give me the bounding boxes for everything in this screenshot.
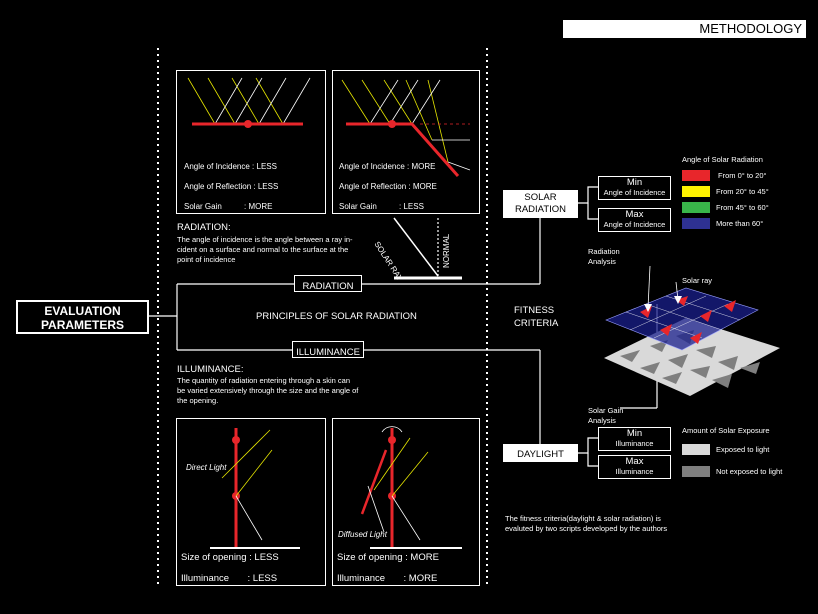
- panel-less-angle: [176, 70, 326, 214]
- radiation-heading: RADIATION:: [177, 222, 231, 233]
- panel-2-gain: Solar Gain : LESS: [339, 202, 424, 211]
- max-angle-title: Max: [625, 209, 644, 220]
- exposure-legend-swatch-2: [682, 466, 710, 477]
- panel-1-rays: [187, 77, 311, 128]
- solar-gain-analysis-line2: Analysis: [588, 416, 616, 425]
- max-illuminance-box: Max Illuminance: [598, 455, 671, 479]
- angle-legend-swatch-3: [682, 202, 710, 213]
- panel-1-aoi: Angle of Incidence : LESS: [184, 162, 277, 171]
- panel-diffused-light: [332, 418, 480, 586]
- exposure-legend-swatch-1: [682, 444, 710, 455]
- exposure-legend-label-1: Exposed to light: [716, 445, 770, 454]
- panel-3-light: [210, 428, 300, 549]
- panel-3-direct-light-label: Direct Light: [186, 463, 227, 472]
- panel-4-light: [360, 426, 462, 549]
- angle-legend-swatch-4: [682, 218, 710, 229]
- radiation-body-line3: point of incidence: [177, 255, 236, 264]
- header-title-box: METHODOLOGY: [563, 20, 806, 38]
- solar-gain-analysis-line1: Solar Gain: [588, 406, 624, 415]
- min-illuminance-box: Min Illuminance: [598, 427, 671, 451]
- min-angle-box: Min Angle of Incidence: [598, 176, 671, 200]
- page-title: METHODOLOGY: [699, 21, 802, 36]
- panel-more-angle: [332, 70, 480, 214]
- angle-legend-label-1: From 0° to 20°: [718, 171, 767, 180]
- min-illuminance-sub: Illuminance: [615, 439, 654, 448]
- panel-3-illum: Illuminance : LESS: [181, 573, 278, 584]
- panel-3-size: Size of opening : LESS: [181, 552, 279, 563]
- panel-4-diffused-label: Diffused Light: [338, 530, 387, 539]
- angle-legend-label-3: From 45° to 60°: [716, 203, 769, 212]
- solar-radiation-box: SOLAR RADIATION: [503, 190, 578, 218]
- daylight-label: DAYLIGHT: [517, 449, 564, 460]
- panel-direct-light: [176, 418, 326, 586]
- panel-2-aor: Angle of Reflection : MORE: [339, 182, 437, 191]
- evaluation-label-line2: PARAMETERS: [40, 318, 125, 332]
- radiation-label-box: RADIATION: [294, 275, 362, 292]
- max-illuminance-sub: Illuminance: [615, 467, 654, 476]
- radiation-analysis-line2: Analysis: [588, 257, 616, 266]
- radiation-body-line2: cident on a surface and normal to the su…: [177, 245, 349, 254]
- min-angle-sub: Angle of Incidence: [603, 188, 666, 197]
- max-illuminance-title: Max: [625, 456, 644, 467]
- radiation-analysis-line1: Radiation: [588, 247, 620, 256]
- max-angle-sub: Angle of Incidence: [603, 220, 666, 229]
- fitness-criteria-line2: CRITERIA: [514, 318, 559, 329]
- panel-1-gain: Solar Gain : MORE: [184, 202, 273, 211]
- principles-label: PRINCIPLES OF SOLAR RADIATION: [256, 311, 417, 322]
- min-angle-title: Min: [626, 177, 643, 188]
- illuminance-heading: ILLUMINANCE:: [177, 364, 244, 375]
- exposure-legend-title: Amount of Solar Exposure: [682, 426, 770, 435]
- daylight-box: DAYLIGHT: [503, 444, 578, 462]
- footnote-line2: evaluted by two scripts developed by the…: [505, 524, 668, 533]
- panel-1-aor: Angle of Reflection : LESS: [184, 182, 279, 191]
- evaluation-parameters-box: EVALUATION PARAMETERS: [16, 300, 149, 334]
- exposure-legend-label-2: Not exposed to light: [716, 467, 783, 476]
- illuminance-label-box: ILLUMINANCE: [292, 341, 364, 358]
- evaluation-label-line1: EVALUATION: [44, 304, 121, 318]
- illuminance-body-line2: be varied extensively through the size a…: [177, 386, 359, 395]
- normal-label: NORMAL: [442, 233, 451, 268]
- panel-4-size: Size of opening : MORE: [337, 552, 439, 563]
- analysis-visualization: [604, 265, 780, 396]
- radiation-body-line1: The angle of incidence is the angle betw…: [177, 235, 353, 244]
- panel-2-aoi: Angle of Incidence : MORE: [339, 162, 436, 171]
- panel-4-illum: Illuminance : MORE: [337, 573, 438, 584]
- footnote-line1: The fitness criteria(daylight & solar ra…: [505, 514, 661, 523]
- solar-radiation-line1: SOLAR: [524, 192, 557, 203]
- solar-radiation-line2: RADIATION: [514, 204, 567, 215]
- radiation-label: RADIATION: [302, 281, 354, 292]
- angle-legend-label-4: More than 60°: [716, 219, 764, 228]
- max-angle-box: Max Angle of Incidence: [598, 208, 671, 232]
- angle-legend-title: Angle of Solar Radiation: [682, 155, 763, 164]
- illuminance-label: ILLUMINANCE: [296, 347, 360, 358]
- solar-ray-diagram: [393, 217, 462, 280]
- fitness-criteria-line1: FITNESS: [514, 305, 555, 316]
- solar-ray-analysis-label: Solar ray: [682, 276, 713, 285]
- angle-legend-swatch-1: [682, 170, 710, 181]
- illuminance-body-line3: the opening.: [177, 396, 219, 405]
- angle-legend-label-2: From 20° to 45°: [716, 187, 769, 196]
- illuminance-body-line1: The quantity of radiation entering throu…: [177, 376, 351, 385]
- panel-2-rays: [341, 79, 471, 177]
- min-illuminance-title: Min: [626, 428, 643, 439]
- angle-legend-swatch-2: [682, 186, 710, 197]
